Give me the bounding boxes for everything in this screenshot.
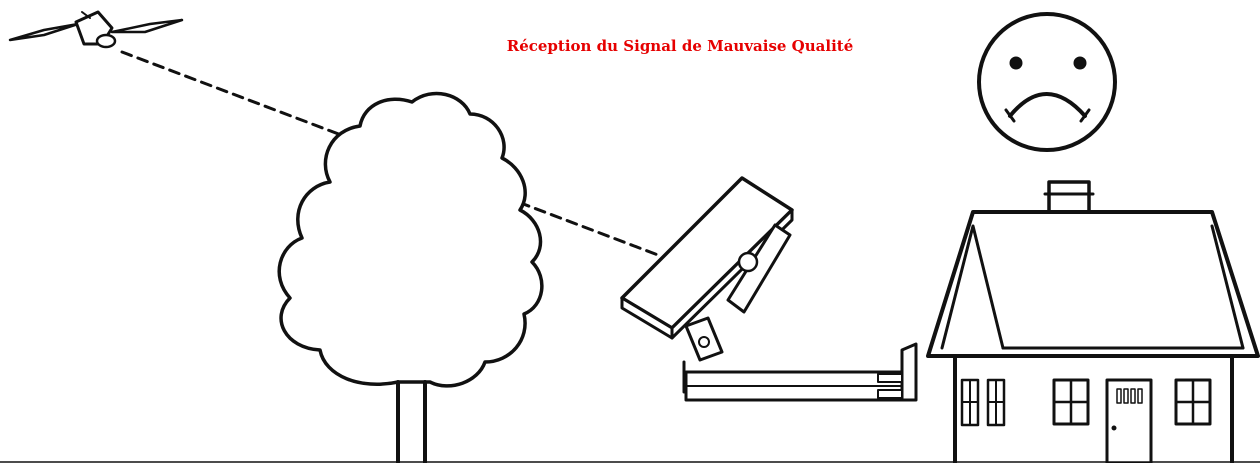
tree-icon (277, 91, 544, 463)
house-icon (926, 180, 1260, 463)
satellite-dish-icon (620, 176, 918, 402)
house-door (1105, 378, 1153, 463)
satellite-icon (8, 10, 184, 49)
signal-path (120, 50, 660, 257)
house-window (1052, 378, 1090, 426)
house-window (960, 378, 1006, 427)
house-window (1174, 378, 1212, 426)
caption-title: Réception du Signal de Mauvaise Qualité (506, 37, 854, 55)
sad-face-icon (977, 12, 1117, 152)
